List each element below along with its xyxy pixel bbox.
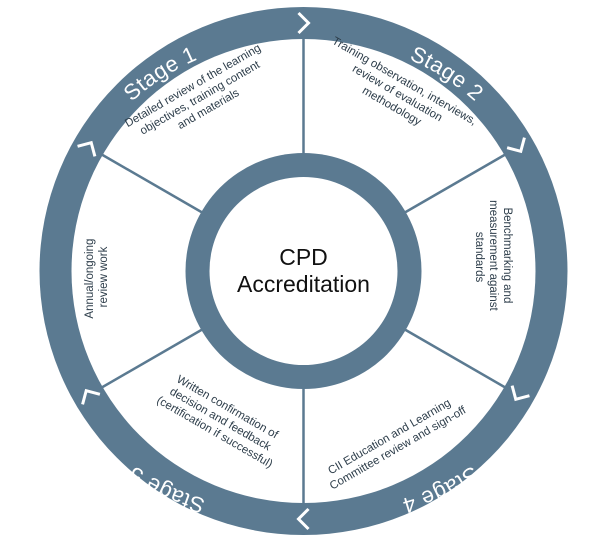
chevron-arrows [77,11,530,531]
center-title-line-1: CPD [279,244,328,270]
chevron-arrow-icon [77,140,97,157]
divider-line-6 [101,153,204,215]
chevron-arrow-icon [297,11,311,35]
divider-line-2 [403,153,506,215]
stage-6-description: Annual/ongoing review work [84,235,110,318]
divider-line-5 [101,327,204,389]
divider-line-3 [403,327,506,389]
chevron-arrow-icon [510,385,530,402]
chevron-arrow-icon [81,388,101,405]
center-hub-inner [209,177,398,365]
stage-3-label: Stage 3 [580,234,600,318]
stage-6-label: Stage 6 [0,234,27,318]
chevron-arrow-icon [506,137,526,154]
segment-dividers [101,38,506,504]
center-title-line-2: Accreditation [237,271,370,297]
chevron-arrow-icon [296,507,310,531]
stage-3-description: Benchmarking and measurement against sta… [473,200,513,314]
